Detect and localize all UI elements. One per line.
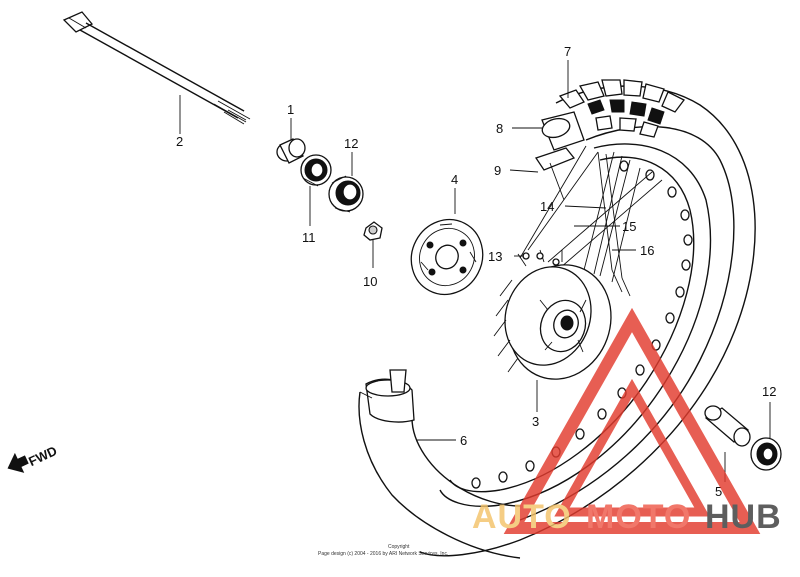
forward-arrow-icon bbox=[7, 452, 29, 473]
watermark-logo: AUTO MOTO HUB bbox=[472, 307, 782, 536]
callout-7: 7 bbox=[564, 44, 571, 59]
watermark-auto: AUTO bbox=[472, 498, 572, 536]
callout-9: 9 bbox=[494, 163, 501, 178]
axle-bolt bbox=[62, 11, 251, 134]
tire bbox=[419, 60, 756, 557]
forward-direction-label: FWD bbox=[26, 443, 59, 469]
callout-16: 16 bbox=[640, 243, 654, 258]
callout-6: 6 bbox=[460, 433, 467, 448]
distance-collar bbox=[704, 405, 751, 482]
callout-12-upper: 12 bbox=[344, 136, 358, 151]
callout-3: 3 bbox=[532, 414, 539, 429]
rim-lock bbox=[512, 111, 585, 151]
callout-12-lower: 12 bbox=[762, 384, 776, 399]
callout-11: 11 bbox=[302, 230, 316, 245]
callout-10: 10 bbox=[363, 274, 377, 289]
callout-5: 5 bbox=[715, 484, 722, 499]
watermark-hub: HUB bbox=[705, 498, 782, 536]
side-collar bbox=[276, 118, 306, 164]
inner-tube bbox=[358, 369, 521, 559]
watermark-triangle-icon bbox=[503, 307, 761, 534]
callout-4: 4 bbox=[451, 172, 458, 187]
tread-blocks bbox=[558, 79, 685, 138]
copyright-line-1: Copyright bbox=[388, 544, 410, 550]
callout-2: 2 bbox=[176, 134, 183, 149]
spokes bbox=[519, 145, 663, 297]
callout-1: 1 bbox=[287, 102, 294, 117]
oil-seal bbox=[300, 154, 332, 226]
watermark-moto: MOTO bbox=[586, 498, 691, 536]
valve-stem bbox=[509, 147, 576, 201]
wheel-bearing-lower bbox=[750, 402, 782, 471]
brake-plate bbox=[410, 188, 484, 296]
copyright-line-2: Page design (c) 2004 - 2016 by ARI Netwo… bbox=[318, 551, 448, 557]
callout-13: 13 bbox=[488, 249, 502, 264]
spoke-nut bbox=[363, 221, 383, 268]
wheel-bearing-upper bbox=[328, 152, 364, 213]
callout-8: 8 bbox=[496, 121, 503, 136]
callout-15: 15 bbox=[622, 219, 636, 234]
callout-14: 14 bbox=[540, 199, 554, 214]
hub bbox=[493, 249, 612, 412]
